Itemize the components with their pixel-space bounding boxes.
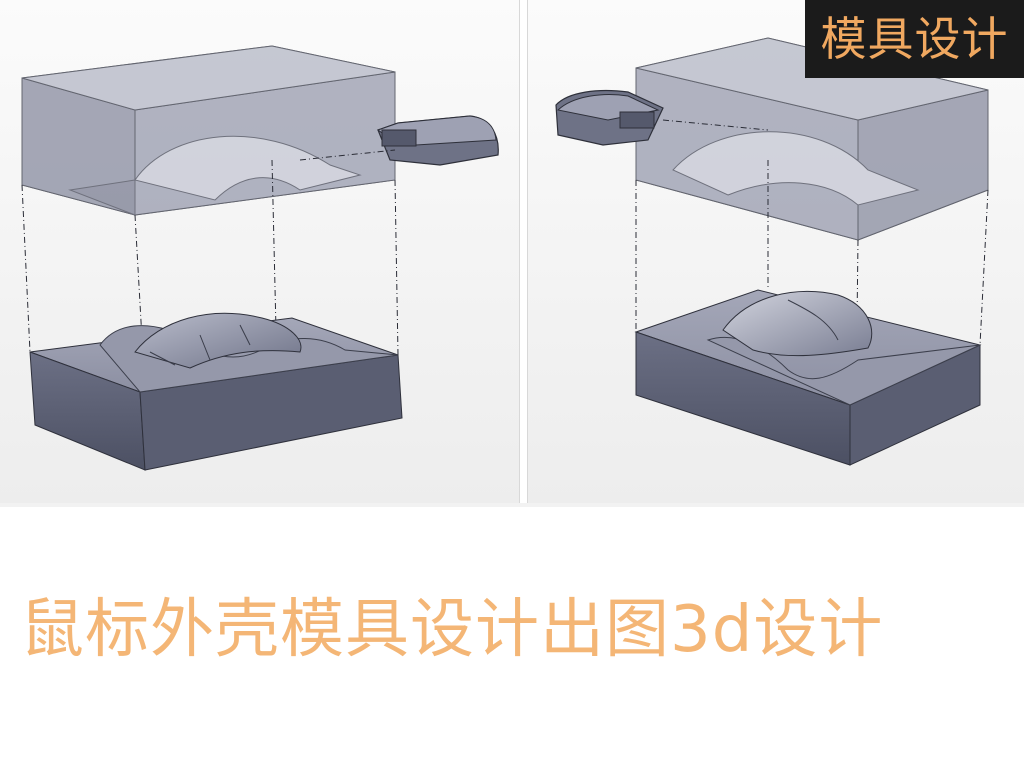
core-block (29, 312, 403, 471)
cad-mold-exploded-icon (555, 37, 989, 466)
cavity-block (635, 37, 989, 241)
mold-exploded-view-left (0, 0, 520, 503)
slider-insert (376, 115, 499, 166)
panel-divider (0, 503, 1024, 507)
mold-exploded-view-right (527, 0, 1024, 503)
core-block (634, 289, 982, 466)
slider-insert (555, 89, 664, 146)
cavity-block (21, 45, 396, 216)
title-badge: 模具设计 (805, 0, 1024, 78)
cad-mold-exploded-icon (21, 45, 499, 471)
caption-title: 鼠标外壳模具设计出图3d设计 (20, 593, 884, 667)
